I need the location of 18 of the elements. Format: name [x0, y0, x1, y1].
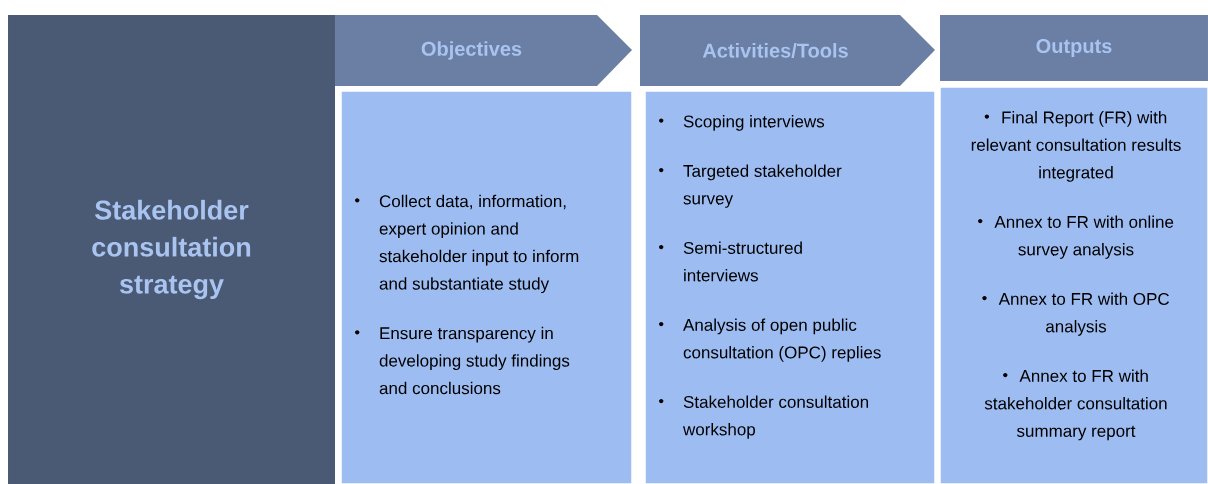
list-item: Semi-structured interviews [659, 241, 802, 282]
content-panel [340, 90, 633, 484]
list-item: Targeted stakeholder survey [659, 164, 842, 208]
list-item: Scoping interviews [659, 115, 825, 131]
column-header: Outputs [940, 15, 1208, 81]
chevron-header: Activities/Tools [640, 15, 935, 86]
title-panel: Stakeholder consultation strategy [8, 15, 335, 484]
list-item: Annex to FR with OPC analysis [982, 292, 1170, 336]
content-panel [939, 86, 1208, 484]
content-panel [644, 90, 936, 484]
list-item: Stakeholder consultation workshop [659, 395, 868, 439]
list-item: Analysis of open public consultation (OPC) replies [659, 318, 881, 362]
list-item: Collect data, information, expert opinion and stakeholder input to inform and substantiate study [355, 194, 579, 294]
list-item: Annex to FR with online survey analysis [978, 215, 1174, 259]
list-item: Annex to FR with stakeholder consultation summary report [984, 369, 1167, 441]
chevron-header: Objectives [335, 15, 632, 86]
list-item: Ensure transparency in developing study findings and conclusions [355, 326, 570, 395]
list-item: Final Report (FR) with relevant consultation results integrated [971, 111, 1181, 182]
